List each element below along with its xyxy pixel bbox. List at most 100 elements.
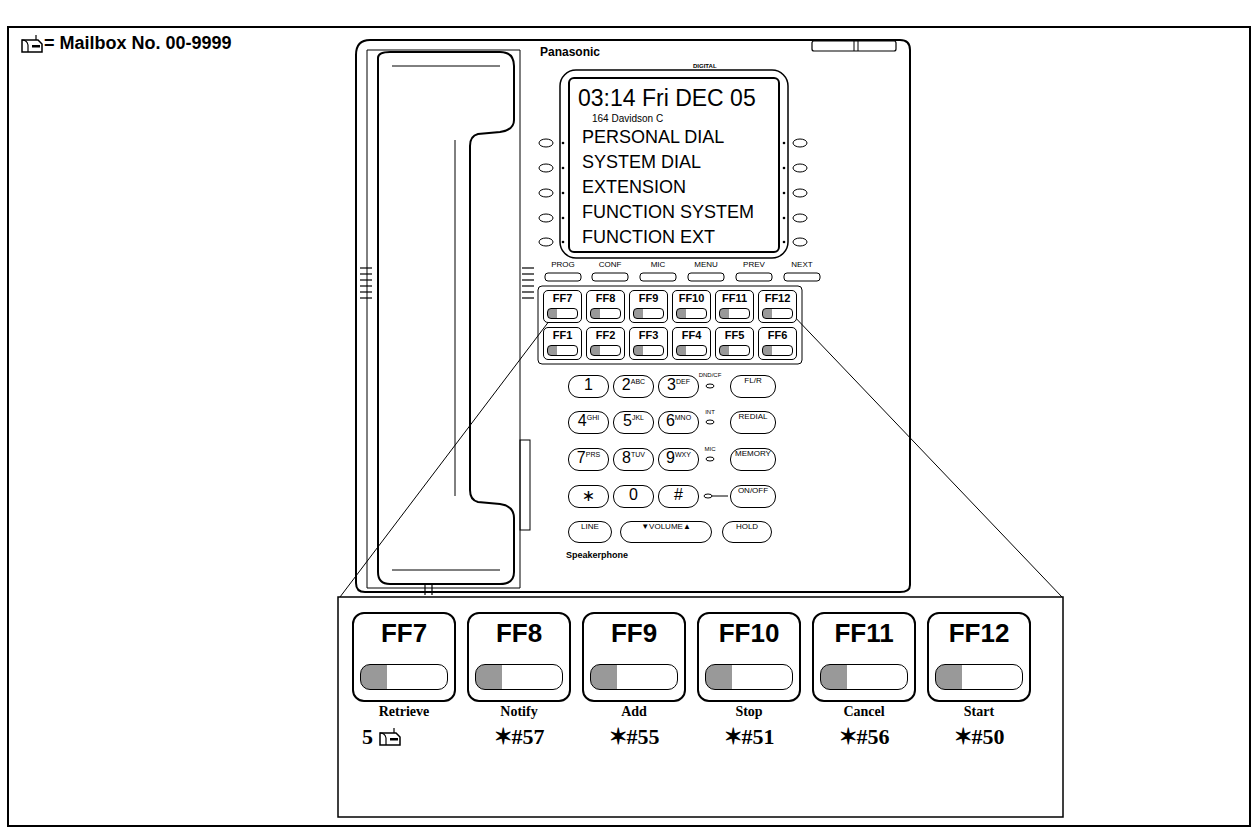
enlarged-feature-key: FF9 [582,612,686,702]
key-slot [633,345,664,356]
feature-name: Notify [467,704,571,719]
key-label: 2 [622,376,631,394]
key-name: FF2 [596,329,616,342]
feature-key: FF3 [629,327,668,360]
illustration-stroke [520,440,530,530]
keypad-key: 2ABC [613,375,654,398]
keypad-key: 9WXY [658,448,699,471]
illustration-stroke [793,164,807,172]
enlarged-feature-key: FF11 [812,612,916,702]
illustration-stroke [560,70,788,258]
key-slot [676,308,707,319]
feature-key: FF9 [629,290,668,323]
panel-label: NEXT [784,261,820,270]
keypad-key: 1 [568,375,609,398]
keypad-key: FL/R [730,375,776,398]
key-letters: PRS [586,451,600,458]
enlarged-feature-key: FF8 [467,612,571,702]
illustration-stroke [380,728,400,745]
key-slot [633,308,664,319]
illustration-stroke [360,267,372,268]
key-slot [590,664,678,690]
feature-code: ✶#56 [812,725,916,749]
illustration-stroke [793,238,807,246]
keypad-key: HOLD [722,521,772,543]
feature-key: FF2 [586,327,625,360]
illustration-stroke [539,214,553,222]
feature-name: Stop [697,704,801,719]
key-label: ∗ [582,486,595,505]
keypad-key: 7PRS [568,448,609,471]
illustration-stroke [340,312,556,597]
panel-label: DND/CF [699,372,722,379]
illustration-stroke [712,496,728,497]
illustration-stroke [812,41,896,51]
panel-label: Speakerphone [566,551,628,561]
key-name: FF7 [553,292,573,305]
illustration-stroke [793,189,807,197]
key-slot [475,664,563,690]
clock-text: 03:14 Fri DEC 05 [578,85,756,112]
feature-code: 5 [362,725,373,749]
feature-key: FF5 [715,327,754,360]
illustration-stroke [793,139,807,147]
illustration-stroke [22,35,42,52]
illustration-stroke [360,273,372,274]
key-slot [676,345,707,356]
key-slot [590,345,621,356]
illustration-stroke [704,384,714,498]
illustration-stroke [522,291,534,292]
key-label: 3 [667,376,676,394]
enlarged-feature-key: FF7 [352,612,456,702]
keypad-key: 3DEF [658,375,699,398]
illustration-stroke [706,384,714,388]
key-name: FF12 [765,292,791,305]
illustration-stroke [360,285,372,286]
illustration-stroke [539,164,553,172]
illustration-stroke [545,273,820,281]
illustration-stroke [539,139,553,147]
illustration-stroke [522,267,534,268]
key-label: HOLD [736,522,758,531]
key-label: 0 [629,486,638,504]
illustration-stroke [378,52,514,584]
panel-label: DIGITAL [693,63,717,70]
illustration-stroke [538,286,802,364]
key-name: FF6 [768,329,788,342]
key-slot [719,308,750,319]
illustration-stroke [562,217,565,220]
key-slot [547,345,578,356]
panel-label: PREV [736,261,772,270]
illustration-stroke [858,41,859,51]
illustration-stroke [736,273,772,281]
illustration-stroke [783,217,786,220]
panel-label: MENU [688,261,724,270]
feature-name: Start [927,704,1031,719]
key-slot [705,664,793,690]
key-name: FF5 [725,329,745,342]
illustration-stroke [356,40,910,592]
feature-key: FF8 [586,290,625,323]
illustration-stroke [783,167,786,170]
illustration-stroke [640,273,676,281]
keypad-key: REDIAL [730,411,776,434]
keypad-key: 5JKL [613,411,654,434]
extension-name: 164 Davidson C [592,112,663,125]
key-slot [762,345,793,356]
illustration-stroke [522,285,534,286]
key-name: FF7 [381,618,427,648]
feature-code: ✶#50 [927,725,1031,749]
illustration-stroke [783,241,786,244]
illustration-stroke [706,420,714,424]
illustration-stroke [783,192,786,195]
enlarged-feature-key: FF12 [927,612,1031,702]
panel-label: MIC [700,446,720,453]
feature-key: FF12 [758,290,797,323]
illustration-stroke [562,142,565,145]
key-slot [935,664,1023,690]
key-label: REDIAL [739,412,768,421]
menu-item: FUNCTION EXT [582,225,715,250]
key-name: FF3 [639,329,659,342]
key-letters: GHI [587,414,599,421]
illustration-stroke [539,238,553,246]
